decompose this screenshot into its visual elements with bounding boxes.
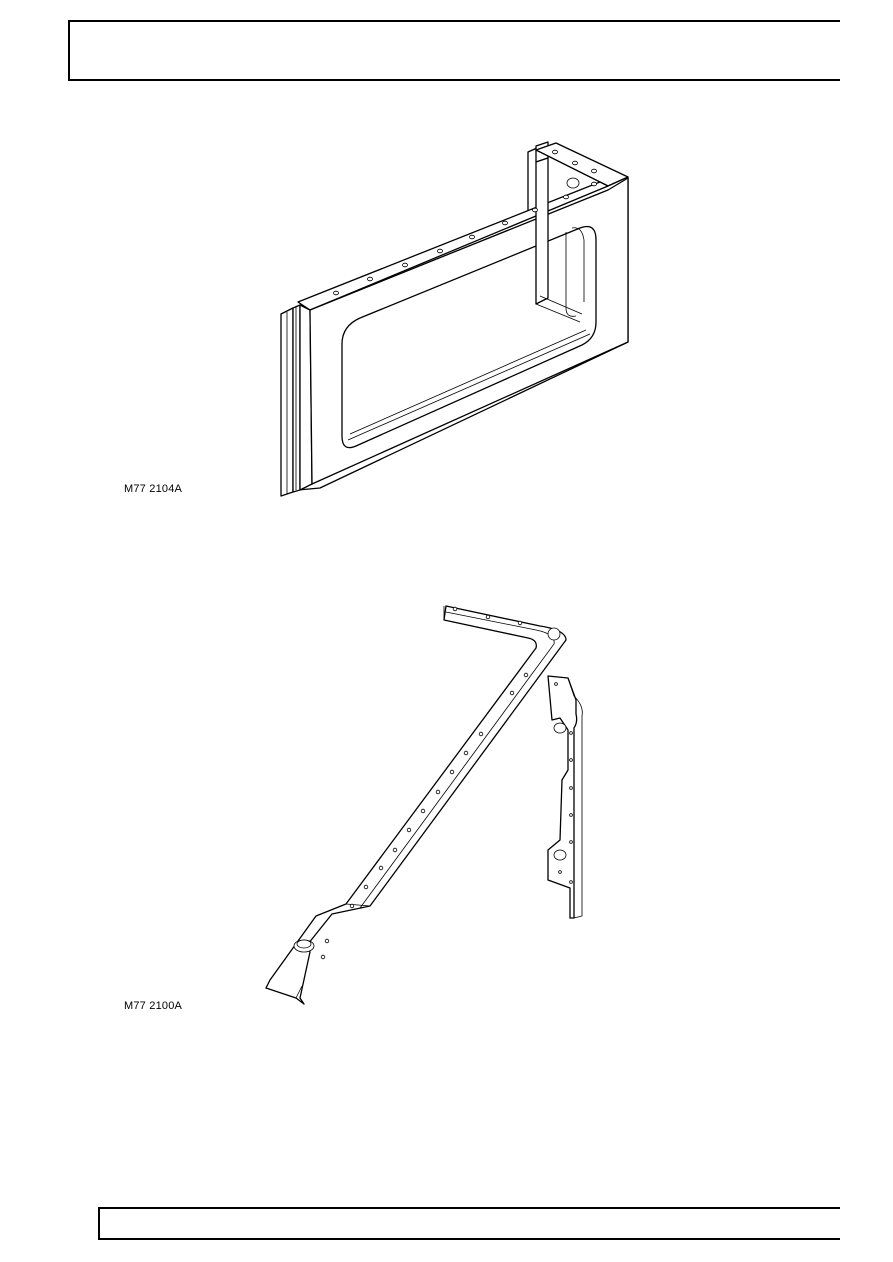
mounting-holes: [333, 149, 597, 296]
figure-label-2: M77 2100A: [124, 1000, 183, 1012]
figure-label-1: M77 2104A: [124, 483, 183, 495]
page-header-box: [68, 20, 840, 81]
member-holes: [320, 606, 529, 960]
page-footer-box: [98, 1207, 840, 1240]
short-member-holes: [554, 682, 573, 884]
